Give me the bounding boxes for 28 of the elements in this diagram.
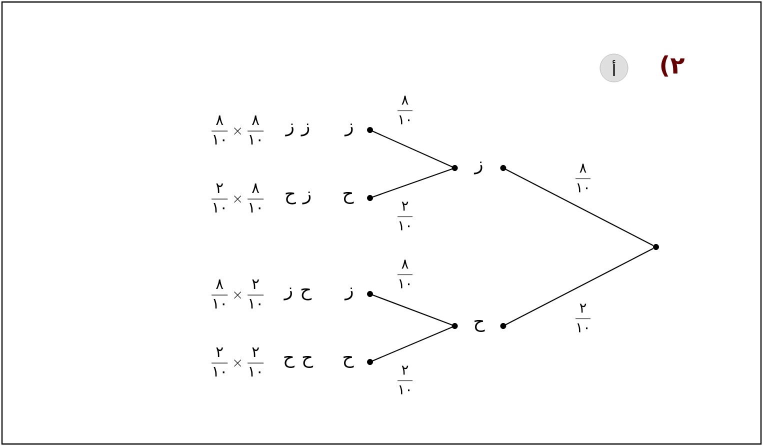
branch-line	[370, 293, 455, 326]
question-number: (٢	[661, 55, 684, 77]
branch-line	[370, 325, 456, 362]
node-label: ح	[344, 192, 354, 204]
label: ز ح	[284, 288, 312, 300]
label: ح ح	[284, 356, 314, 368]
node-label: ح	[344, 356, 354, 368]
branch-line	[370, 167, 455, 199]
probability-product: $\frac{\text{٨}}{\text{١٠}} \times \frac{\text{٨}}{\text{١٠}}$	[212, 115, 264, 144]
branch-line	[502, 168, 654, 246]
label: ز ز	[285, 124, 310, 136]
probability-product: $\frac{\text{٢}}{\text{١٠}} \times \frac{\text{٨}}{\text{١٠}}$	[212, 183, 264, 212]
probability-product: $\frac{\text{٢}}{\text{١٠}} \times \frac{\text{٢}}{\text{١٠}}$	[212, 347, 264, 376]
branch-line	[370, 130, 456, 168]
label: ح ز	[286, 192, 311, 204]
node-label: ح	[474, 320, 485, 332]
node-label: أ	[612, 60, 616, 76]
edge-label: $\frac{\text{٢}}{\text{١٠}}$	[398, 202, 412, 230]
edge-label: $\frac{\text{٢}}{\text{١٠}}$	[576, 304, 590, 332]
probability-product: $\frac{\text{٨}}{\text{١٠}} \times \frac{\text{٢}}{\text{١٠}}$	[212, 279, 264, 308]
node-label: ز	[344, 288, 353, 300]
branch-line	[502, 248, 654, 326]
edge-label: $\frac{\text{٢}}{\text{١٠}}$	[398, 366, 412, 394]
node-label: ز	[344, 124, 353, 136]
edge-label: $\frac{\text{٨}}{\text{١٠}}$	[398, 96, 412, 124]
edge-label: $\frac{\text{٨}}{\text{١٠}}$	[576, 164, 590, 192]
node-label: ز	[474, 162, 482, 174]
edge-label: $\frac{\text{٨}}{\text{١٠}}$	[398, 260, 412, 288]
